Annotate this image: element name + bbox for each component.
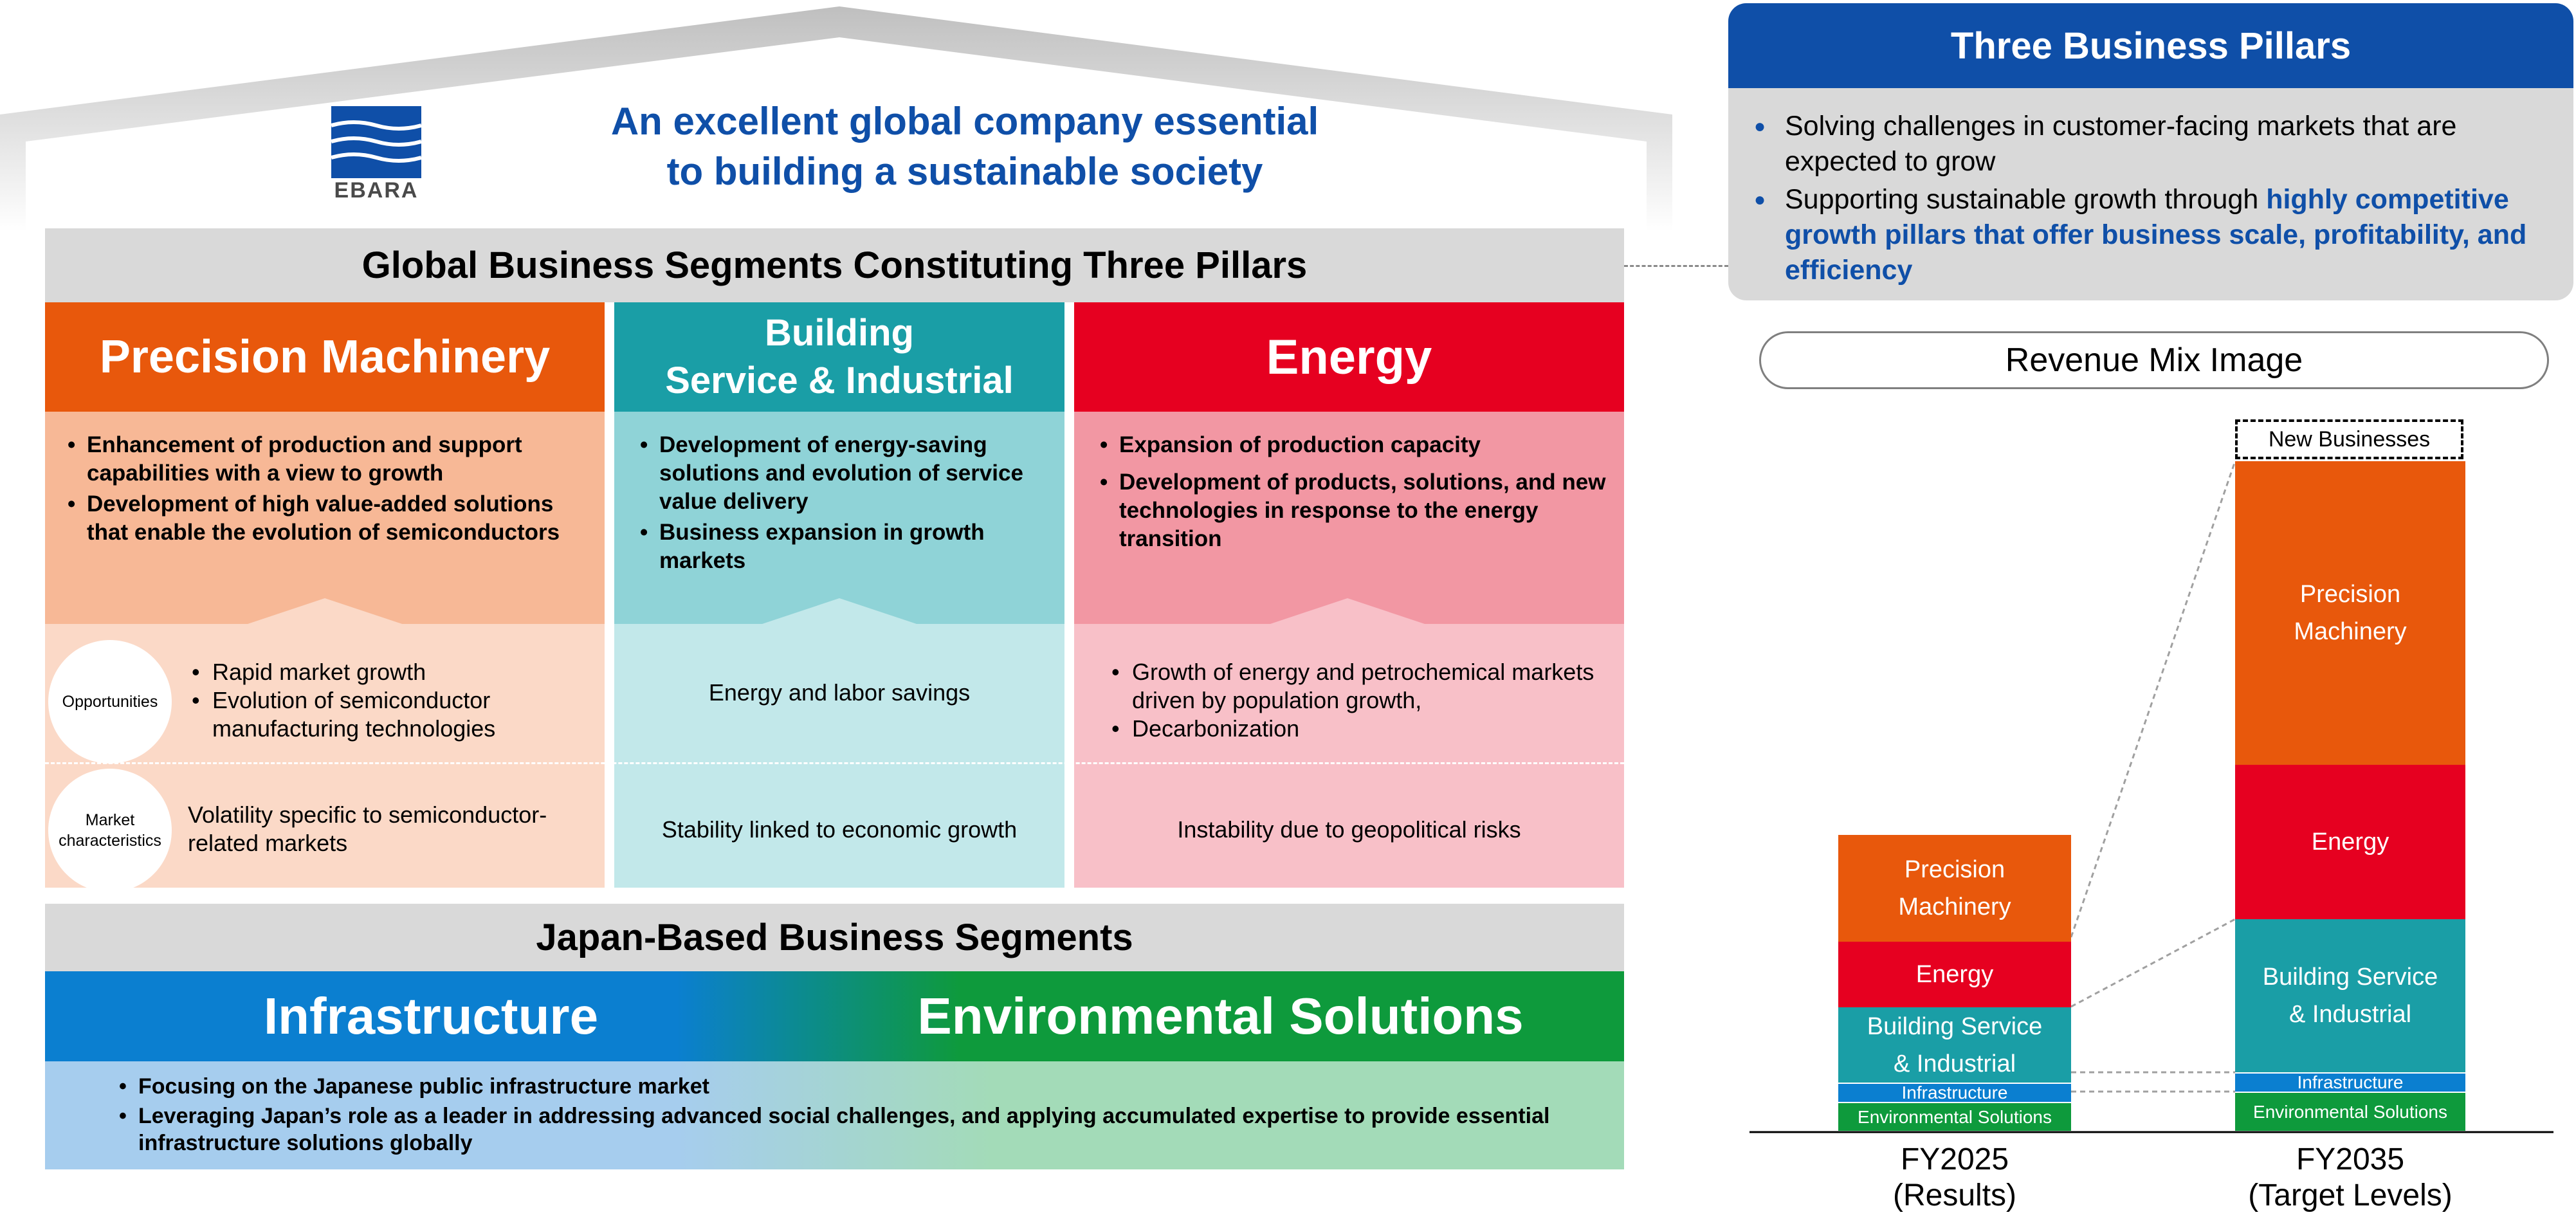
bar-fy2025-building-service-industrial: Building Service & Industrial [1838,1007,2071,1083]
initiatives-list-energy: Expansion of production capacity Develop… [1093,431,1608,556]
bar-label: & Industrial [2288,1001,2412,1028]
initiative-item: Development of energy-saving solutions a… [634,431,1052,516]
market-label-line2: characteristics [59,832,161,850]
chevron-divider-icon [753,598,926,627]
opportunities-building-service-industrial: Energy and labor savings [708,679,971,706]
ebara-logo: EBARA [331,106,422,203]
bar-fy2035-precision-machinery: Precision Machinery [2235,461,2465,765]
fy-label-line1: FY2025 [1900,1142,2009,1176]
new-businesses-label: New Businesses [2268,426,2431,452]
bar-label: Environmental Solutions [2253,1101,2447,1122]
opportunities-label: Opportunities [48,640,172,764]
vision-title-line1: An excellent global company essential [610,100,1319,143]
fy-label-line2: (Results) [1892,1178,2017,1212]
vision-title-line2: to building a sustainable society [666,150,1263,193]
segment-name: Energy [1266,329,1432,385]
bar-label: Infrastructure [1901,1083,2008,1103]
opportunity-item: Evolution of semiconductor manufacturing… [187,686,585,743]
infrastructure-title: Infrastructure [263,987,599,1045]
bar-fy2025-infrastructure: Infrastructure [1838,1083,2071,1103]
opportunity-item: Decarbonization [1106,715,1595,743]
revenue-mix-connectors [1749,461,2553,1133]
opportunities-label-text: Opportunities [62,693,158,711]
initiative-item: Development of products, solutions, and … [1093,468,1608,553]
fy-label-line2: (Target Levels) [2248,1178,2453,1212]
opportunity-item: Rapid market growth [187,658,585,686]
fy-label-line1: FY2035 [2296,1142,2405,1176]
market-characteristics-energy: Instability due to geopolitical risks [1177,816,1521,843]
japan-segments-bullets: Focusing on the Japanese public infrastr… [113,1073,1592,1159]
bar-label: Machinery [2294,618,2407,645]
bar-label: Building Service [2262,964,2438,991]
bar-fy2035-infrastructure: Infrastructure [2235,1072,2465,1092]
japan-bullet-item: Focusing on the Japanese public infrastr… [113,1073,1592,1100]
initiative-item: Business expansion in growth markets [634,518,1052,575]
bar-label: Energy [1915,961,1994,988]
ebara-logo-text: EBARA [334,178,419,203]
pillars-title: Three Business Pillars [1728,3,2573,88]
chevron-divider-icon [1261,598,1434,627]
segment-context-building-service-industrial [614,624,1064,888]
segment-header-precision-machinery: Precision Machinery [45,302,605,412]
environmental-solutions-title: Environmental Solutions [917,987,1524,1045]
bar-label: Precision [2299,581,2401,608]
row-divider [45,762,1624,764]
segment-name-line2: Service & Industrial [665,360,1014,401]
initiatives-list-building-service-industrial: Development of energy-saving solutions a… [634,431,1052,578]
market-label-line1: Market [85,811,135,829]
bar-label: & Industrial [1893,1050,2016,1077]
segment-name-line1: Building [765,312,914,354]
bar-fy2035-building-service-industrial: Building Service & Industrial [2235,919,2465,1072]
bar-label: Machinery [1898,893,2011,920]
market-characteristics-building-service-industrial: Stability linked to economic growth [661,816,1018,843]
bar-label: Infrastructure [2297,1072,2404,1092]
bar-fy2025-precision-machinery: Precision Machinery [1838,835,2071,942]
pillar-bullet-2: Supporting sustainable growth through hi… [1754,182,2548,288]
bar-fy2025-environmental-solutions: Environmental Solutions [1838,1102,2071,1131]
new-businesses-box: New Businesses [2235,419,2463,459]
market-characteristics-precision-machinery: Volatility specific to semiconductor-rel… [188,801,547,856]
segment-name: Precision Machinery [99,331,551,383]
chevron-divider-icon [238,598,412,627]
bar-fy2035-environmental-solutions: Environmental Solutions [2235,1092,2465,1131]
bar-label: Precision [1904,856,2005,883]
pillar-bullet-2-highlight: highly competitive growth pillars that o… [1785,184,2527,286]
bar-fy2025-energy: Energy [1838,942,2071,1007]
initiative-item: Development of high value-added solution… [61,490,589,547]
pillars-list: Solving challenges in customer-facing ma… [1728,88,2573,288]
initiatives-list-precision-machinery: Enhancement of production and support ca… [61,431,589,549]
vision-title: An excellent global company essential to… [463,96,1466,197]
bar-label: Building Service [1867,1012,2043,1040]
bar-label: Environmental Solutions [1858,1106,2052,1127]
revenue-mix-title: Revenue Mix Image [1759,331,2549,389]
japan-segments-title: Japan-Based Business Segments [45,904,1624,971]
ebara-logo-icon [331,106,422,178]
market-characteristics-label: Market characteristics [48,769,172,892]
bar-label: Energy [2311,828,2389,856]
three-business-pillars-panel: Three Business Pillars Solving challenge… [1728,3,2573,300]
bar-fy2035-energy: Energy [2235,765,2465,919]
segment-header-energy: Energy [1074,302,1624,412]
japan-segments-header [45,971,1624,1061]
fy2035-label: FY2035 (Target Levels) [2215,1142,2485,1214]
pillar-bullet-2-text: Supporting sustainable growth through [1785,184,2267,215]
pillar-bullet-1: Solving challenges in customer-facing ma… [1754,109,2548,179]
house-roof-outline [0,6,1672,232]
pillars-connector [1624,265,1728,267]
segment-header-building-service-industrial: Building Service & Industrial [614,302,1064,412]
opportunity-item: Growth of energy and petrochemical marke… [1106,658,1595,715]
initiative-item: Enhancement of production and support ca… [61,431,589,488]
opportunities-list-energy: Growth of energy and petrochemical marke… [1106,658,1595,743]
global-segments-title: Global Business Segments Constituting Th… [45,228,1624,302]
fy2025-label: FY2025 (Results) [1820,1142,2090,1214]
initiative-item: Expansion of production capacity [1093,431,1608,459]
japan-bullet-item: Leveraging Japan’s role as a leader in a… [113,1103,1592,1157]
opportunities-list-precision-machinery: Rapid market growth Evolution of semicon… [187,658,585,743]
